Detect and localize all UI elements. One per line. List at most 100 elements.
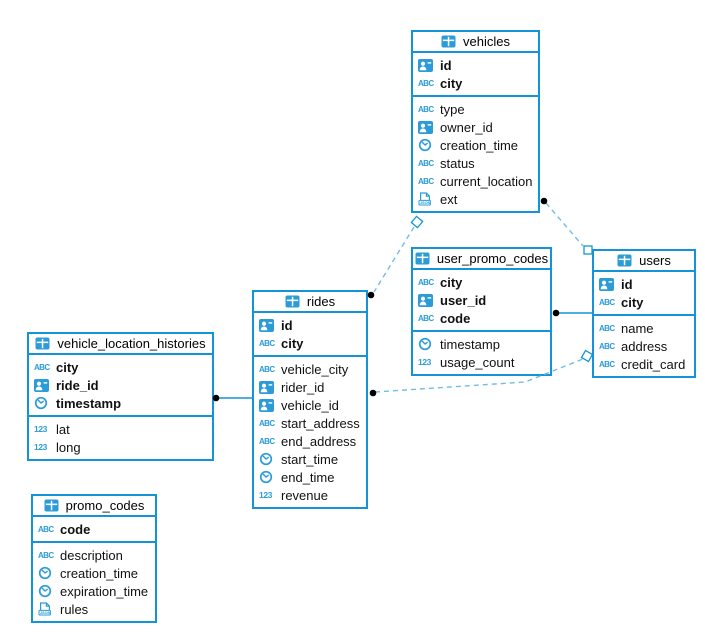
connector-square (410, 215, 424, 229)
relationship-line (545, 202, 584, 247)
table-header[interactable]: users (594, 251, 694, 272)
column-name: usage_count (440, 354, 515, 370)
uuid-icon (259, 380, 276, 394)
table-header[interactable]: user_promo_codes (413, 249, 550, 270)
table-title: users (639, 253, 671, 268)
text-abc-icon: ABC (418, 102, 435, 116)
column-name: code (60, 521, 91, 537)
table-header[interactable]: promo_codes (33, 496, 155, 517)
timestamp-clock-icon (418, 337, 435, 351)
column-name: user_id (440, 292, 487, 308)
svg-text:ABC: ABC (259, 339, 275, 348)
column-name: id (440, 57, 452, 73)
svg-text:ABC: ABC (38, 525, 54, 534)
table-header[interactable]: vehicles (413, 32, 538, 53)
table-title: vehicle_location_histories (57, 336, 206, 351)
column-name: start_address (281, 415, 360, 431)
text-abc-icon: ABC (38, 522, 55, 536)
text-abc-icon: ABC (599, 339, 616, 353)
connector-square (580, 349, 594, 363)
column-name: end_time (281, 469, 335, 485)
svg-text:ABC: ABC (34, 363, 50, 372)
svg-text:ABC: ABC (259, 419, 275, 428)
column-name: end_address (281, 433, 357, 449)
number-123-icon: 123 (34, 440, 51, 454)
text-abc-icon: ABC (259, 434, 276, 448)
timestamp-clock-icon (38, 566, 55, 580)
table-icon (285, 295, 302, 309)
column-row: id (594, 275, 694, 293)
svg-text:ABC: ABC (418, 278, 434, 287)
text-abc-icon: ABC (259, 362, 276, 376)
svg-text:JSON: JSON (420, 200, 431, 205)
text-abc-icon: ABC (599, 295, 616, 309)
column-row: ABC city (413, 273, 550, 291)
svg-text:123: 123 (34, 424, 48, 434)
timestamp-clock-icon (259, 470, 276, 484)
table-title: vehicles (463, 34, 510, 49)
timestamp-clock-icon (34, 396, 51, 410)
svg-text:JSON: JSON (40, 610, 51, 615)
uuid-icon (259, 398, 276, 412)
column-name: lat (56, 421, 70, 437)
table-title: rides (306, 294, 336, 309)
table-header[interactable]: vehicle_location_histories (29, 334, 212, 355)
svg-text:ABC: ABC (599, 324, 615, 333)
column-row: owner_id (413, 118, 538, 136)
svg-text:ABC: ABC (418, 105, 434, 114)
svg-text:123: 123 (259, 490, 273, 500)
column-row: rider_id (254, 378, 366, 396)
column-name: id (621, 276, 633, 292)
svg-text:123: 123 (34, 442, 48, 452)
column-row: timestamp (29, 394, 212, 412)
column-name: ext (440, 191, 458, 207)
column-name: type (440, 101, 465, 117)
svg-text:ABC: ABC (259, 365, 275, 374)
text-abc-icon: ABC (599, 357, 616, 371)
text-abc-icon: ABC (418, 174, 435, 188)
connector-dot (367, 291, 375, 299)
connector-square (583, 245, 593, 255)
relationship-vehicle-location-histories-rides (212, 394, 252, 402)
svg-text:ABC: ABC (418, 159, 434, 168)
column-row: 123 usage_count (413, 353, 550, 371)
connector-dot (540, 197, 548, 205)
text-abc-icon: ABC (38, 548, 55, 562)
column-row: ABC start_address (254, 414, 366, 432)
column-row: ABC vehicle_city (254, 360, 366, 378)
table-header[interactable]: rides (254, 292, 366, 313)
column-name: city (440, 274, 463, 290)
table-icon (44, 499, 61, 513)
column-name: description (60, 547, 123, 563)
text-abc-icon: ABC (599, 321, 616, 335)
timestamp-clock-icon (38, 584, 55, 598)
text-abc-icon: ABC (418, 156, 435, 170)
column-row: ABC type (413, 100, 538, 118)
column-row: ride_id (29, 376, 212, 394)
primary-key-section: ABC code (33, 517, 155, 543)
column-name: vehicle_city (281, 361, 349, 377)
column-name: expiration_time (60, 583, 149, 599)
uuid-icon (418, 120, 435, 134)
table-icon (441, 35, 458, 49)
number-123-icon: 123 (418, 355, 435, 369)
